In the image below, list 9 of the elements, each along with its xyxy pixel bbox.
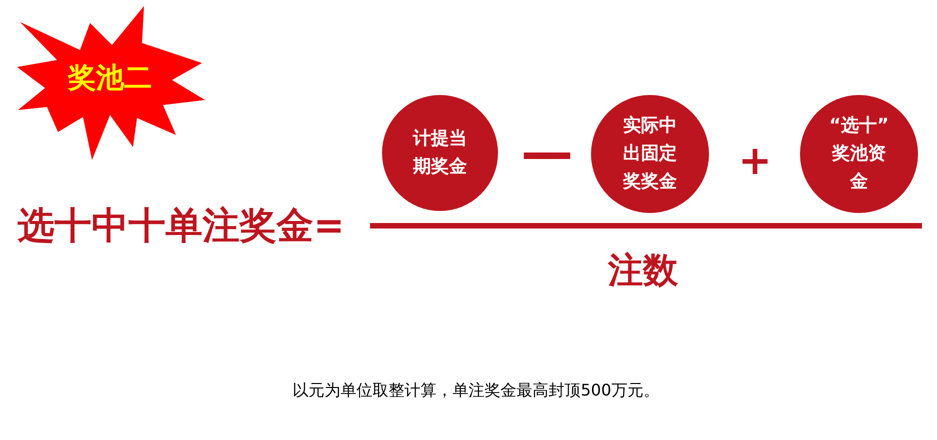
plus-sign: + (738, 141, 772, 181)
badge-title: 奖池二 (68, 62, 152, 94)
minus-sign: — (521, 127, 573, 179)
denominator-text: 注数 (608, 250, 678, 292)
formula-text: 选十中十单注奖金= (18, 204, 344, 248)
note-text: 以元为单位取整计算，单注奖金最高封顶500万元。 (292, 380, 660, 400)
term-text: “选十”奖池资金 (828, 114, 890, 194)
term-text: 计提当期奖金 (412, 127, 468, 179)
term-text: 实际中出固定奖奖金 (622, 114, 678, 194)
